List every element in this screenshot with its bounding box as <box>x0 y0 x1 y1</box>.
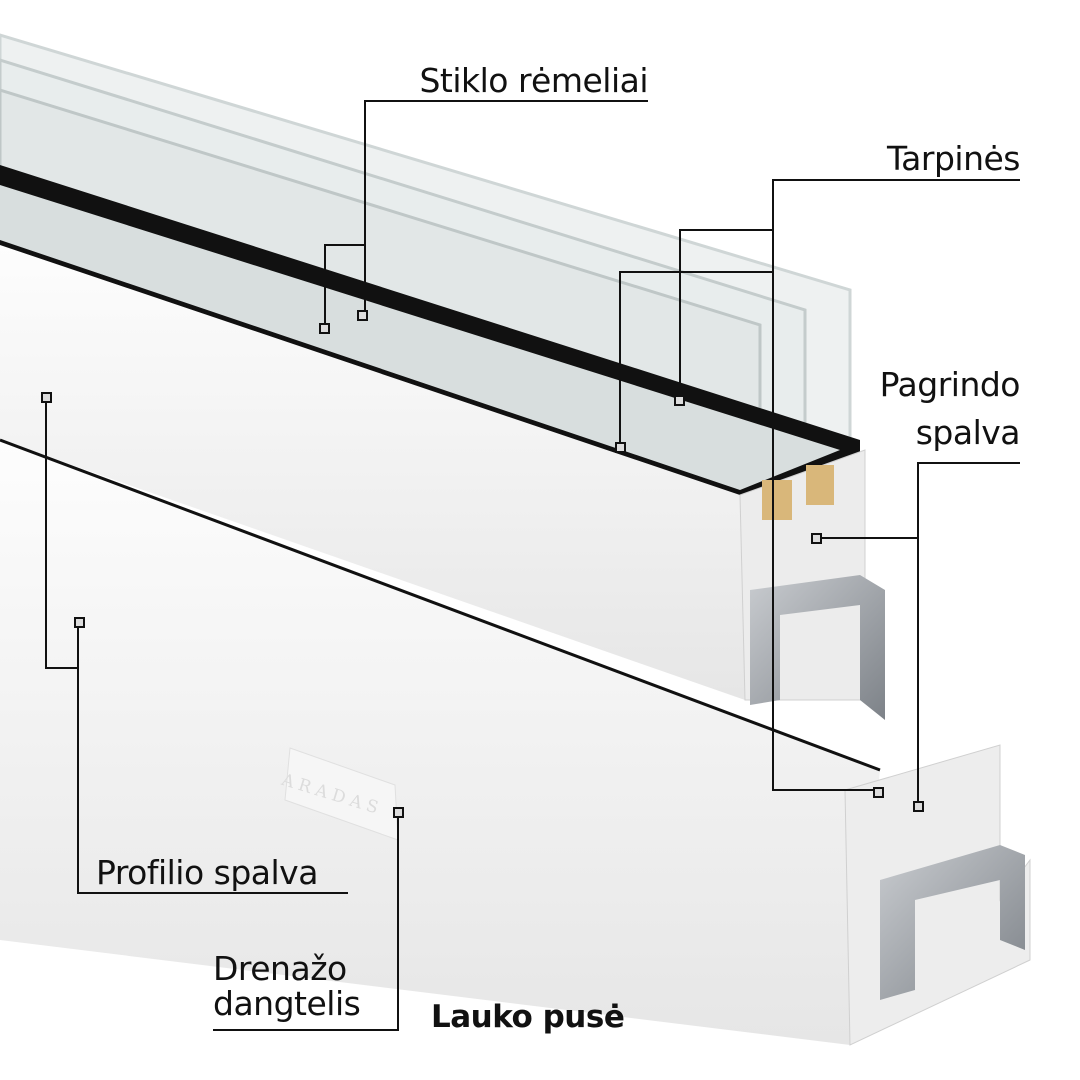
label-gaskets: Tarpinės <box>886 139 1021 178</box>
steel-reinforcement <box>880 845 1025 1000</box>
profile-seam <box>0 438 881 772</box>
sash-profile <box>0 245 745 700</box>
label-drainage-cap-line1: Drenažo <box>213 949 347 988</box>
label-outside: Lauko pusė <box>431 999 625 1035</box>
label-profile-color: Profilio spalva <box>96 853 318 892</box>
spacer <box>762 480 792 520</box>
callout-lines <box>45 100 1020 1031</box>
label-drainage-cap-line2: dangtelis <box>213 984 361 1023</box>
label-glass-beads: Stiklo rėmeliai <box>419 61 648 100</box>
label-base-color-line1: Pagrindo <box>879 365 1021 404</box>
steel-reinforcement <box>750 575 885 720</box>
spacer <box>806 465 834 505</box>
glass-bead <box>0 185 840 490</box>
label-base-color-line2: spalva <box>915 413 1021 452</box>
callout-markers <box>41 310 924 818</box>
